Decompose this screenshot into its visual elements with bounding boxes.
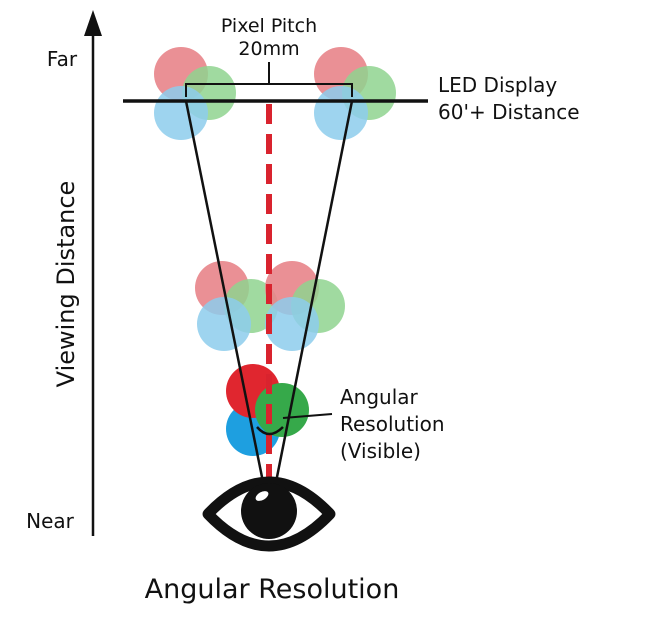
display-distance-label: 60'+ Distance bbox=[438, 100, 580, 124]
axis-near-label: Near bbox=[26, 509, 75, 533]
pixel-pitch-label: Pixel Pitch bbox=[221, 15, 317, 37]
led-display-label: LED Display bbox=[438, 73, 557, 97]
pixel-pitch-value: 20mm bbox=[238, 38, 299, 60]
pixel-pitch-bracket bbox=[185, 62, 353, 97]
axis-far-label: Far bbox=[47, 47, 78, 71]
angular-label-line2: Resolution bbox=[340, 412, 445, 436]
far-right-blue bbox=[314, 86, 368, 140]
axis-title: Viewing Distance bbox=[52, 181, 80, 388]
angle-arc bbox=[256, 413, 333, 436]
far-pixel-left bbox=[154, 47, 236, 140]
far-pixel-right bbox=[314, 47, 396, 140]
angular-label-line1: Angular bbox=[340, 385, 419, 409]
mid-left-blue bbox=[197, 297, 251, 351]
diagram-caption: Angular Resolution bbox=[145, 574, 400, 605]
eye-icon bbox=[202, 476, 336, 552]
mid-pixel-left bbox=[195, 261, 278, 351]
angular-label-line3: (Visible) bbox=[340, 439, 421, 463]
viewing-distance-axis bbox=[84, 10, 102, 536]
far-left-blue bbox=[154, 86, 208, 140]
